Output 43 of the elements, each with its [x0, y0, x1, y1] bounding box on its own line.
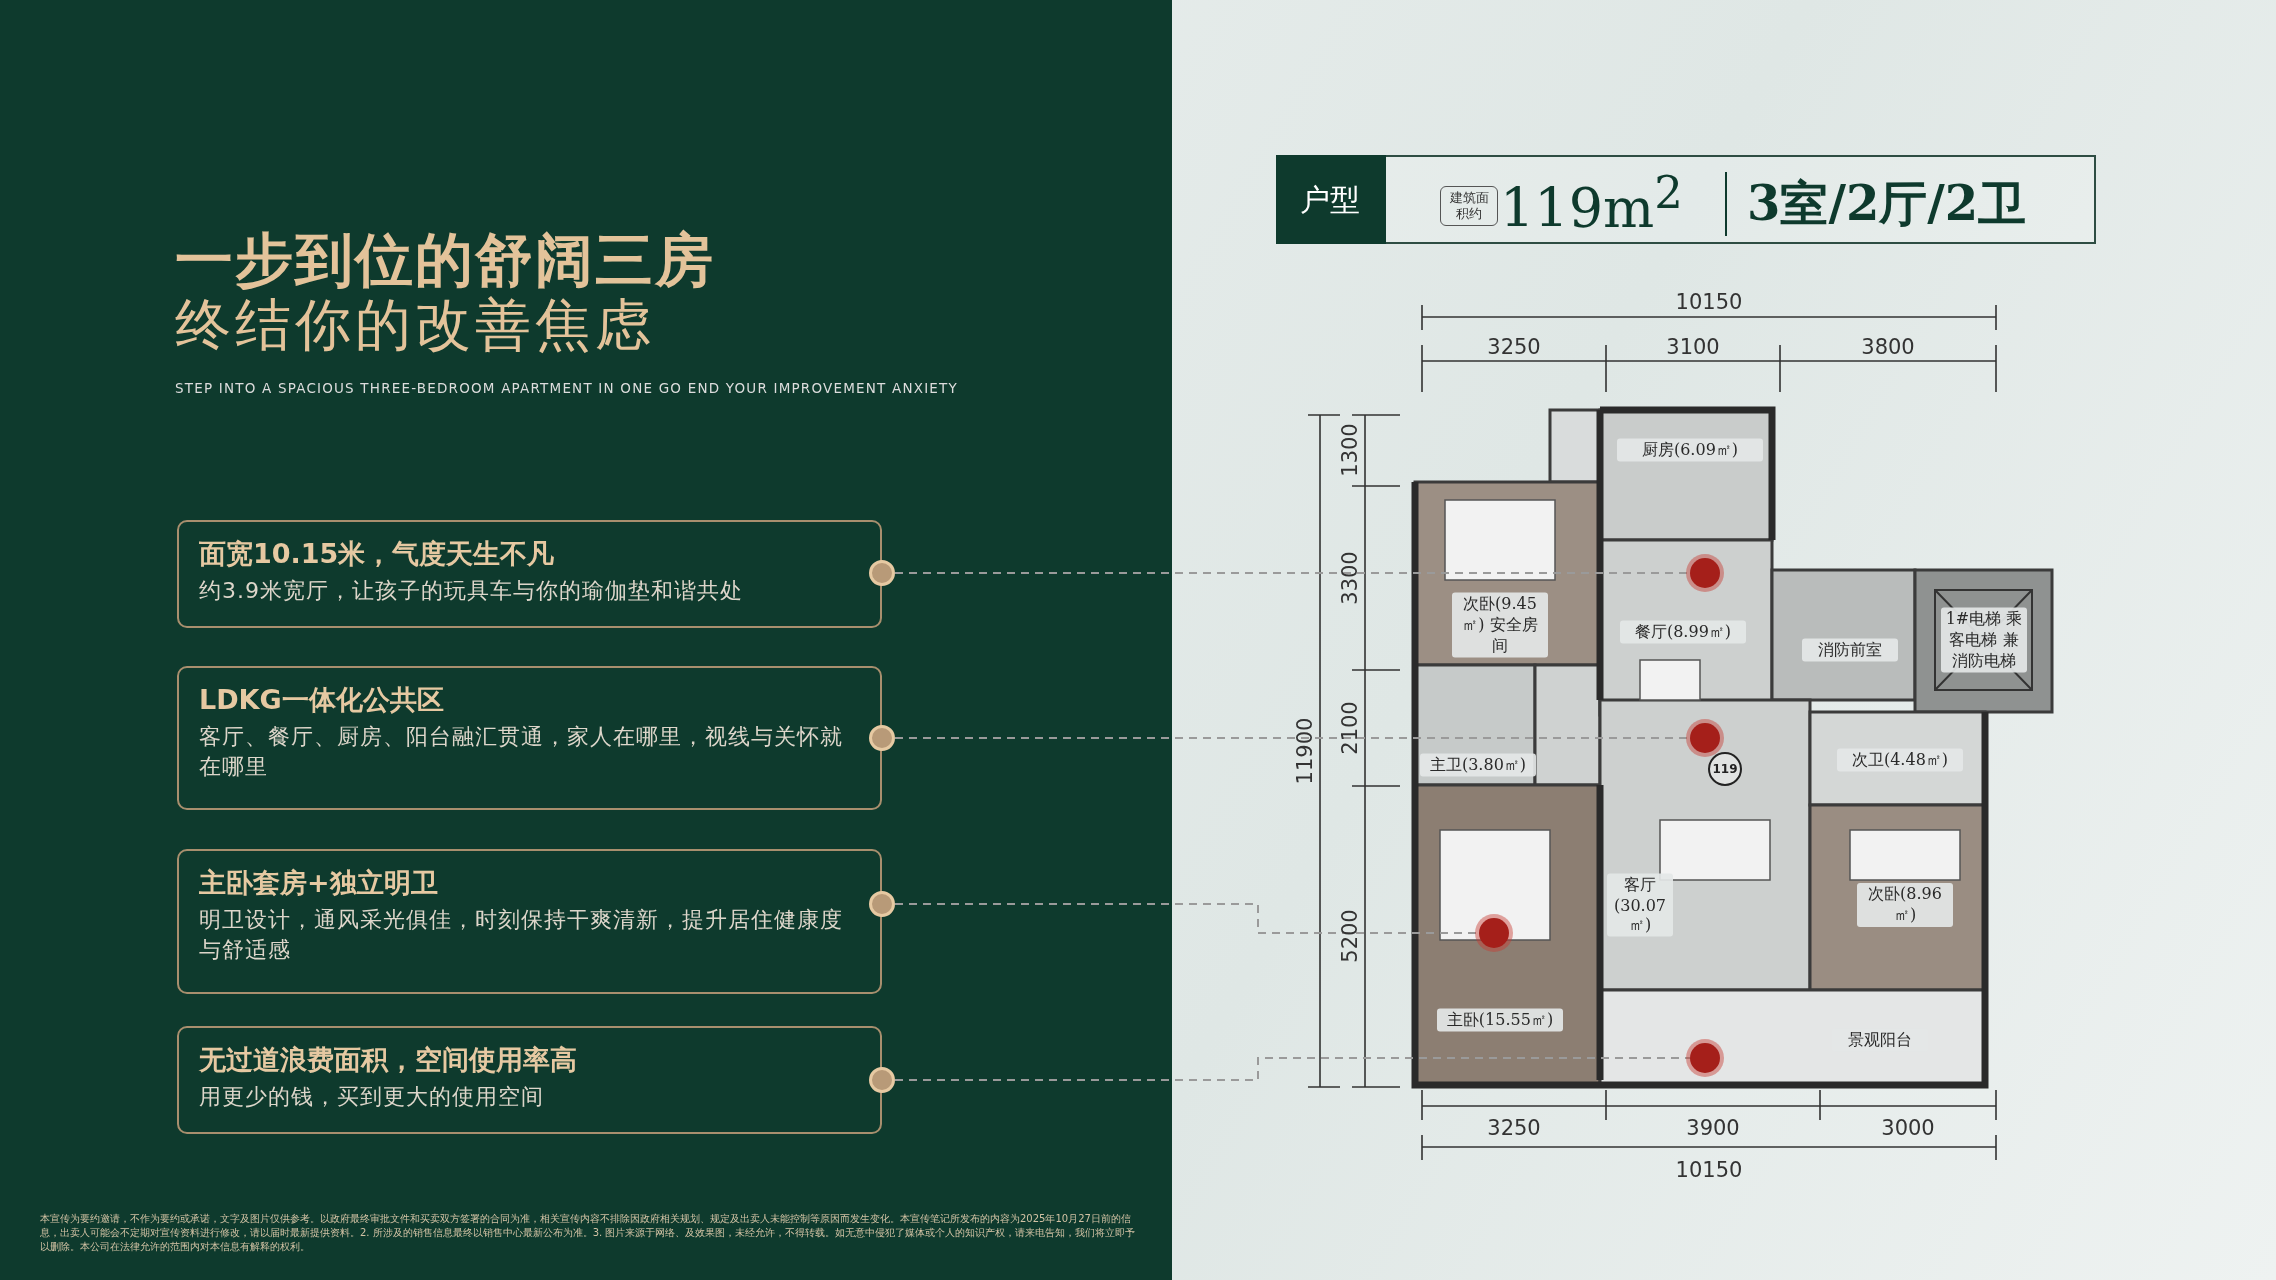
card-heading: 面宽10.15米，气度天生不凡 [199, 537, 556, 571]
room-label: 餐厅(8.99㎡) [1620, 620, 1746, 644]
card-text: 明卫设计，通风采光俱佳，时刻保持干爽清新，提升居住健康度与舒适感 [199, 906, 844, 964]
room-label: 主卫(3.80㎡) [1420, 753, 1536, 777]
room-label: 次卫(4.48㎡) [1837, 748, 1963, 772]
room-number: 119 [1708, 752, 1742, 786]
feature-card [177, 1026, 882, 1134]
header-label: 户型 [1300, 181, 1360, 219]
feature-card [177, 666, 882, 810]
dimension-label: 3250 [1487, 335, 1541, 359]
room-label: 客厅(30.07㎡) [1607, 873, 1673, 937]
dimension-label: 2100 [1338, 701, 1362, 755]
card-heading: LDKG一体化公共区 [199, 683, 445, 717]
dimension-label: 3100 [1666, 335, 1720, 359]
room-label: 主卧(15.55㎡) [1437, 1008, 1563, 1032]
room-label: 厨房(6.09㎡) [1617, 438, 1763, 462]
dimension-label: 1300 [1338, 423, 1362, 477]
leader-line [894, 1057, 1691, 1081]
dimension-label: 3250 [1487, 1116, 1541, 1140]
dimension-label: 3300 [1338, 551, 1362, 605]
card-heading: 无过道浪费面积，空间使用率高 [199, 1043, 578, 1077]
dimension-label: 11900 [1293, 717, 1317, 785]
area-note: 建筑面积约 [1440, 186, 1498, 226]
dimension-label: 3800 [1861, 335, 1915, 359]
disclaimer-text: 本宣传为要约邀请，不作为要约或承诺，文字及图片仅供参考。以政府最终审批文件和买卖双方签署的合同为准，相关宣传内容不排除因政府相关规划、规定及出卖人未能控制等原因而发生变化。本宣传笔记所发布的内容为2025年10月27日前的信息，出卖人可能会不定期对宣传资料进行修改，请以届时最新提供资料。2. 所涉及的销售信息最终以销售中心最新公布为准。3. 图片来源于网络、及效果图，未经允许，不得转载。如无意中侵犯了媒体或个人的知识产权，请来电告知，我们将立即予以删除。本公司在法律允许的范围内对本信息有解释的权利。 [40, 1212, 1137, 1254]
english-subtitle: STEP INTO A SPACIOUS THREE-BEDROOM APARTMENT IN ONE GO END YOUR IMPROVEMENT ANXIETY [175, 380, 958, 396]
card-heading: 主卧套房+独立明卫 [199, 866, 439, 900]
feature-card [177, 849, 882, 994]
card-text: 客厅、餐厅、厨房、阳台融汇贯通，家人在哪里，视线与关怀就在哪里 [199, 723, 844, 781]
card-text: 约3.9米宽厅，让孩子的玩具车与你的瑜伽垫和谐共处 [199, 577, 744, 605]
card-text: 用更少的钱，买到更大的使用空间 [199, 1083, 545, 1111]
dimension-label: 3000 [1881, 1116, 1935, 1140]
room-label: 次卧(9.45㎡) 安全房间 [1452, 592, 1548, 658]
dimension-label: 10150 [1675, 1158, 1743, 1182]
layout-summary: 3室/2厅/2卫 [1725, 172, 2027, 236]
dimension-label: 10150 [1675, 290, 1743, 314]
room-label: 次卧(8.96㎡) [1857, 883, 1953, 927]
dimension-label: 5200 [1338, 909, 1362, 963]
room-label: 1#电梯 乘客电梯 兼消防电梯 [1941, 607, 2027, 673]
room-label: 消防前室 [1802, 638, 1898, 662]
dimension-label: 3900 [1686, 1116, 1740, 1140]
feature-card [177, 520, 882, 628]
area-value: 119m$^{2}$ [1500, 166, 1683, 240]
